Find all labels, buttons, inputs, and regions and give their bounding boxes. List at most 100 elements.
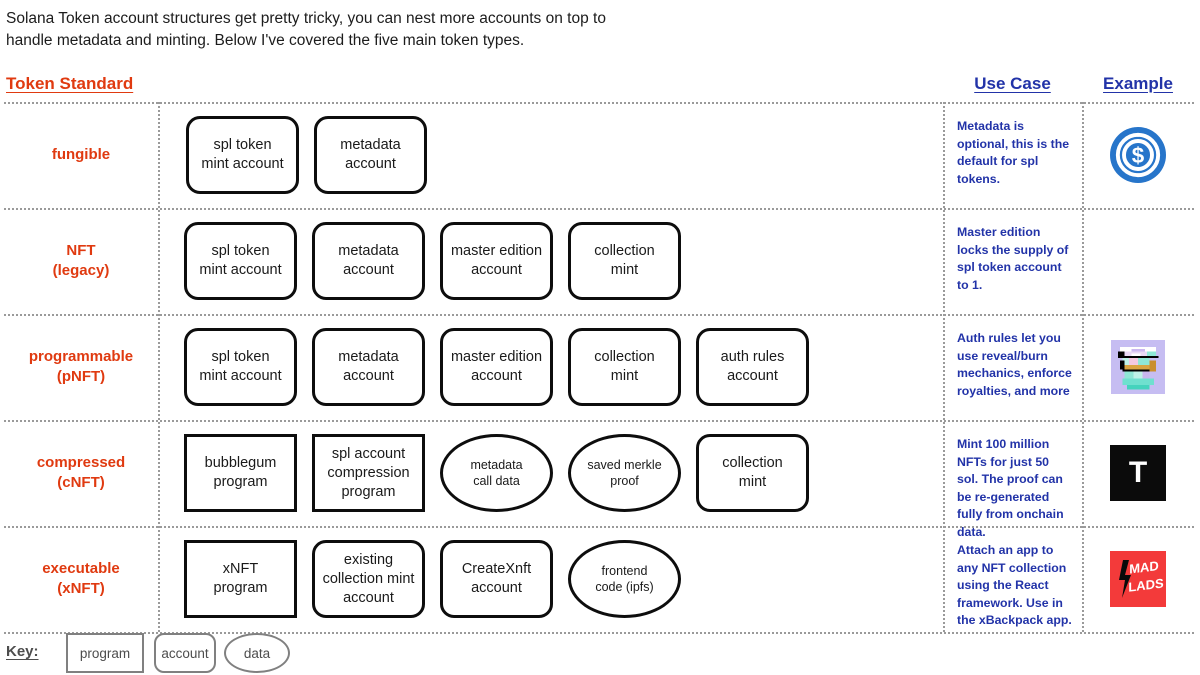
token-standard-label-text: fungible (51, 146, 111, 163)
column-header-example-label: Example (1103, 74, 1173, 93)
column-header-example: Example (1082, 74, 1194, 98)
svg-text:LADS: LADS (1128, 575, 1164, 594)
table-column-divider (158, 102, 160, 632)
token-standard-label-text: executable(xNFT) (42, 560, 120, 597)
column-header-use-case: Use Case (943, 74, 1082, 98)
table-column-divider (943, 102, 945, 632)
token-standard-label: NFT(legacy) (4, 208, 158, 314)
legend-shape-account-label: account (161, 645, 209, 661)
use-case-text: Metadata is optional, this is the defaul… (957, 119, 1070, 186)
svg-text:$: $ (1132, 143, 1145, 168)
column-header-use-case-label: Use Case (974, 74, 1051, 93)
token-standard-label: compressed(cNFT) (4, 420, 158, 526)
legend-key-label: Key: (6, 643, 39, 660)
token-standard-label-text: NFT(legacy) (52, 242, 110, 279)
table-row-divider (4, 208, 1194, 210)
column-header-token-standard-label: Token Standard (6, 74, 134, 93)
intro-paragraph: Solana Token account structures get pret… (6, 8, 706, 52)
intro-line-1: Solana Token account structures get pret… (6, 10, 606, 27)
use-case-text: Auth rules let you use reveal/burn mecha… (957, 331, 1072, 398)
table-row-divider (4, 102, 1194, 104)
use-case-text: Attach an app to any NFT collection usin… (957, 543, 1072, 627)
table-row-divider (4, 632, 1194, 634)
token-standard-label: fungible (4, 102, 158, 208)
svg-text:MAD: MAD (1129, 558, 1159, 577)
token-standard-label: executable(xNFT) (4, 526, 158, 632)
legend-shape-data: data (224, 633, 290, 673)
legend-shape-account: account (154, 633, 216, 673)
example-cell (1082, 314, 1194, 420)
token-standard-label: programmable(pNFT) (4, 314, 158, 420)
legend-shape-data-label: data (243, 645, 271, 661)
use-case-text: Master edition locks the supply of spl t… (957, 225, 1069, 292)
example-cell: T (1082, 420, 1194, 526)
legend-shape-program: program (66, 633, 144, 673)
use-case-text: Mint 100 million NFTs for just 50 sol. T… (957, 437, 1064, 539)
example-cell (1082, 208, 1194, 314)
legend-shape-program-label: program (79, 645, 131, 661)
token-standard-label-text: programmable(pNFT) (28, 348, 134, 385)
intro-line-2: handle metadata and minting. Below I've … (6, 32, 525, 49)
table-row-divider (4, 526, 1194, 528)
table-column-divider (1082, 102, 1084, 632)
usdc-icon: $ (1110, 127, 1166, 183)
table-row-divider (4, 420, 1194, 422)
example-cell: $ (1082, 102, 1194, 208)
pixel-monkey-nft-icon (1111, 340, 1165, 394)
token-standard-label-text: compressed(cNFT) (36, 454, 126, 491)
table-row-divider (4, 314, 1194, 316)
